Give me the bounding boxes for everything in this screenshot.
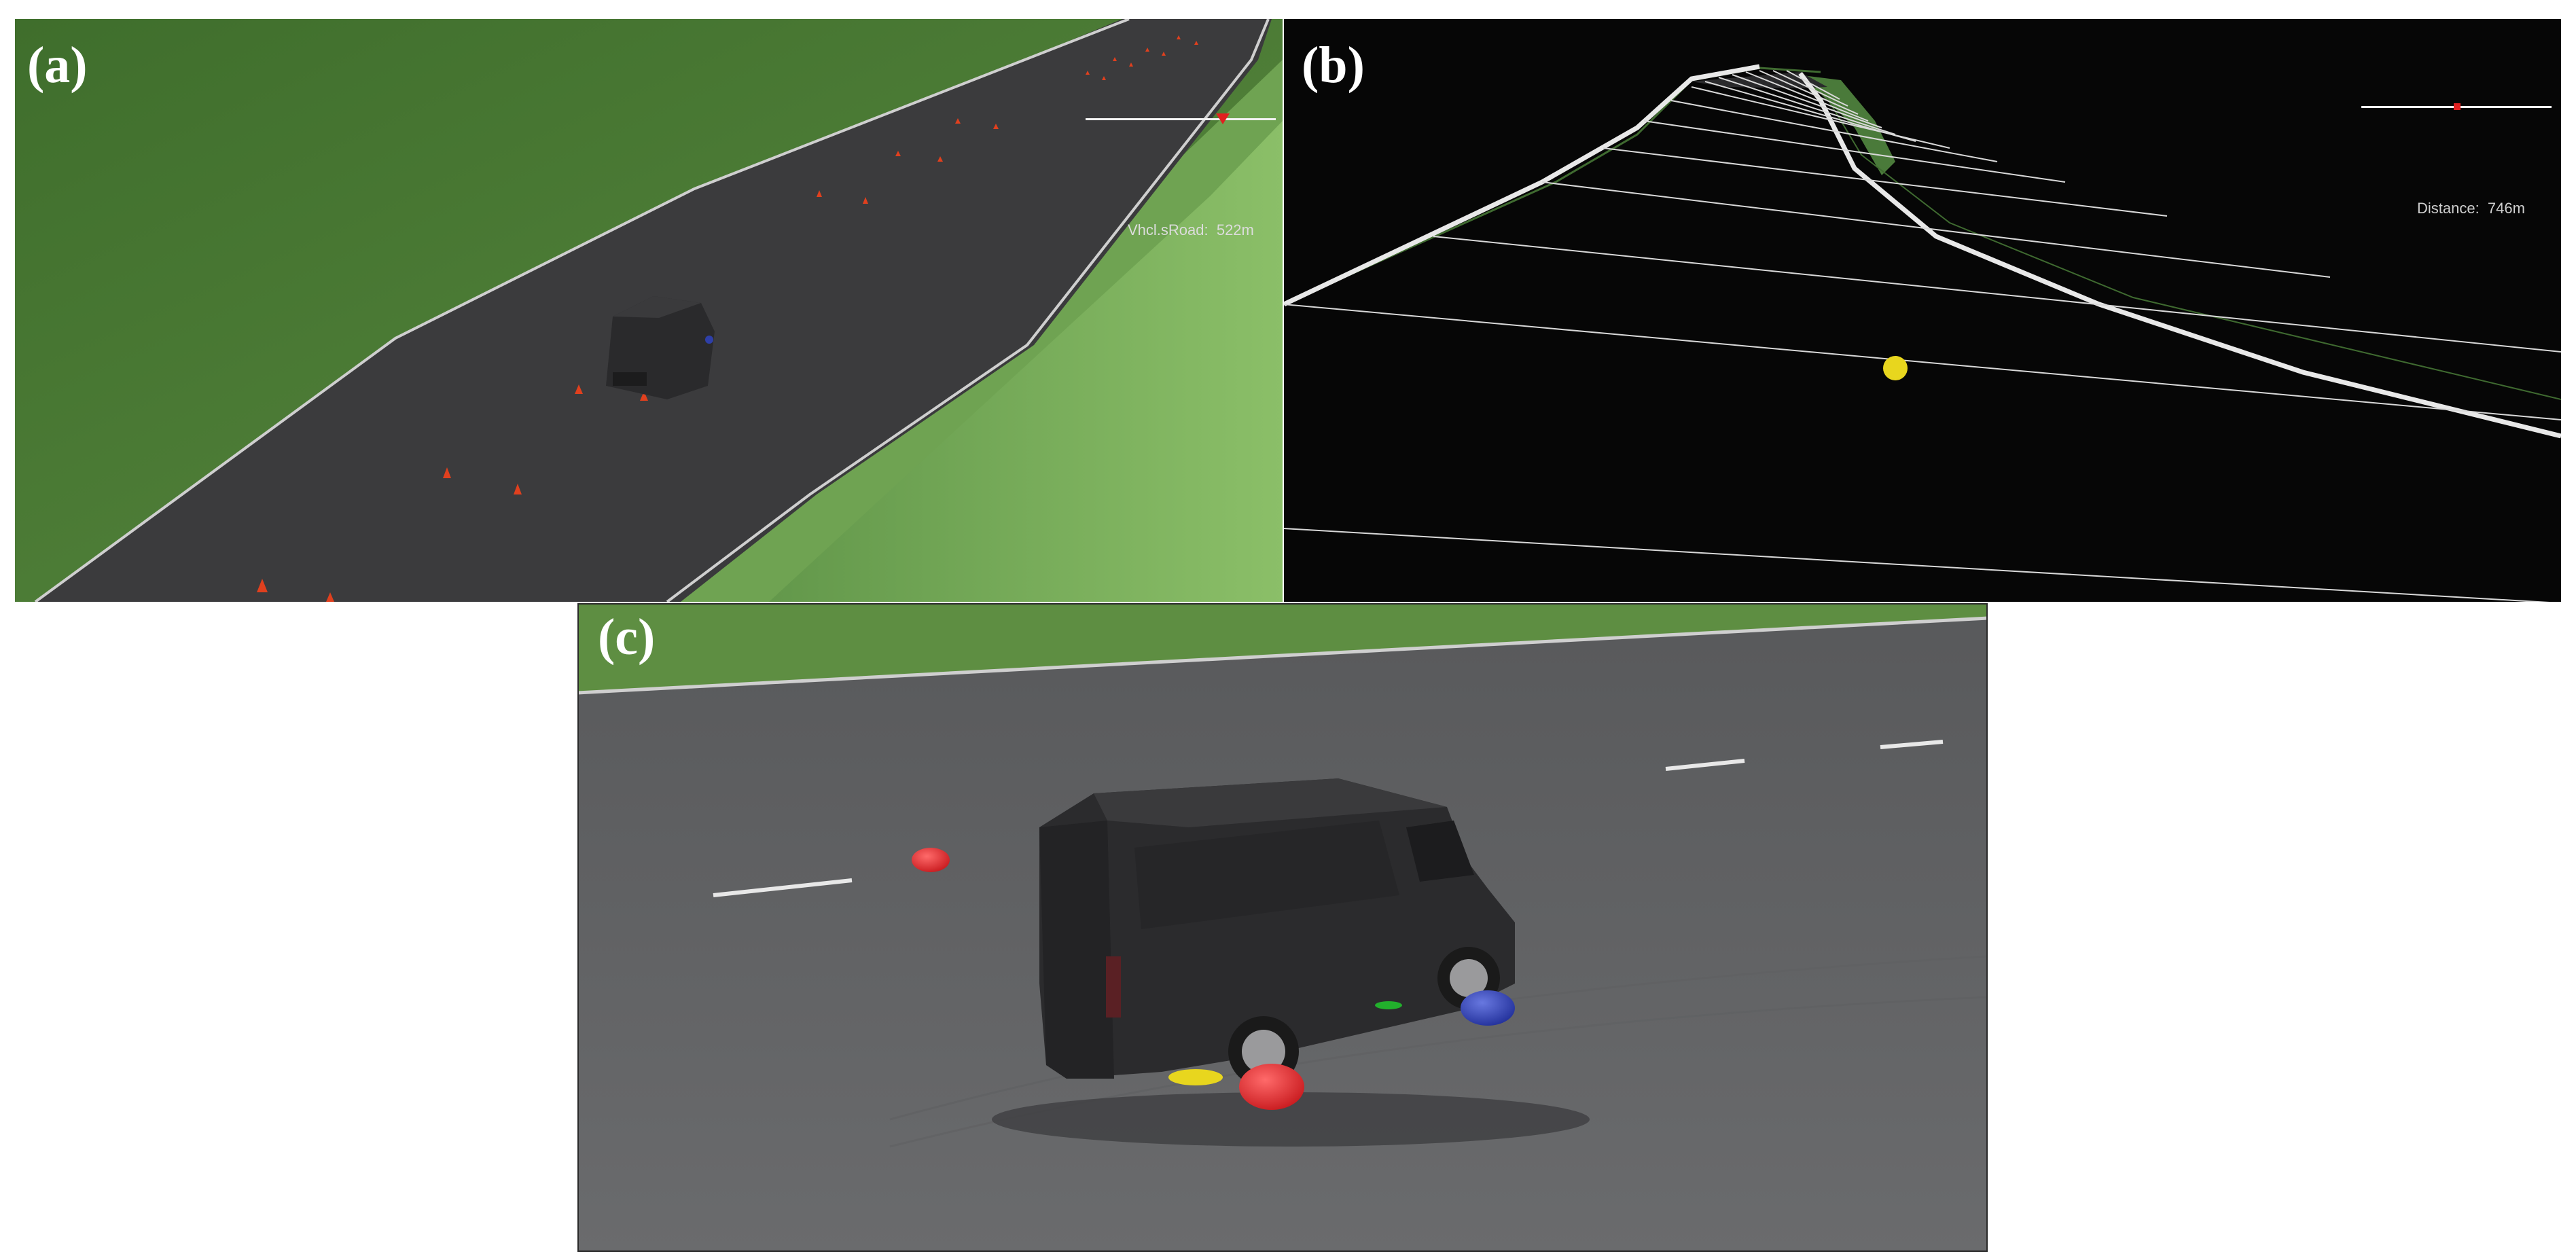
marker-sphere-icon <box>1239 1064 1304 1110</box>
road-scene-illustration <box>15 19 1283 602</box>
far-structure <box>1692 72 1827 88</box>
embankment <box>721 114 1283 602</box>
far-embankment <box>1787 73 1895 175</box>
panel-label: (c) <box>598 609 656 666</box>
cone-group <box>257 35 1198 602</box>
van-shadow <box>992 1092 1590 1147</box>
hud-position-marker-icon <box>2454 103 2461 110</box>
shoulder-line-left <box>1284 67 1821 306</box>
traffic-cone-icon <box>937 156 943 162</box>
grass-strip <box>577 603 1988 691</box>
hud-position-marker-icon <box>1216 113 1230 124</box>
traffic-cone-icon <box>257 579 268 592</box>
traffic-cone-icon <box>1129 62 1133 67</box>
wireframe-background <box>1284 19 2561 602</box>
traffic-cone-icon <box>863 197 868 204</box>
marker-sphere-icon <box>1168 1069 1223 1085</box>
van-icon <box>606 296 715 399</box>
panel-label: (a) <box>27 37 88 94</box>
road-edge-left <box>1284 64 1760 307</box>
hud-distance-readout: Vhcl.sRoad: 522m <box>1128 221 1254 238</box>
traffic-cone-icon <box>514 484 522 494</box>
traffic-cone-icon <box>895 151 901 156</box>
transverse-grid <box>1284 70 2561 602</box>
road-edge <box>577 616 1988 695</box>
traffic-cone-icon <box>1086 71 1090 75</box>
traffic-cone-icon <box>955 118 961 124</box>
traffic-cone-icon <box>993 124 999 129</box>
traffic-cone-icon <box>1113 57 1117 61</box>
road-edge-left <box>34 19 1130 602</box>
traffic-cone-icon <box>817 190 822 197</box>
lane-dashes <box>713 740 1944 897</box>
road-edge-right <box>666 19 1270 602</box>
marker-sphere-icon <box>1883 356 1908 380</box>
traffic-cone-icon <box>640 391 648 401</box>
traffic-cone-icon <box>1145 48 1149 52</box>
wireframe-illustration <box>1284 19 2561 602</box>
hud-distance-bar <box>1086 118 1276 120</box>
marker-sphere-icon <box>1375 1001 1402 1009</box>
panel-a-road-scene: Vhcl.sRoad: 522m (a) <box>15 19 1283 602</box>
traffic-cone-icon <box>443 467 451 478</box>
hud-distance-readout: Distance: 746m <box>2417 200 2525 217</box>
panel-label: (b) <box>1302 37 1365 94</box>
road-edge-right <box>1798 71 2561 439</box>
panel-b-wireframe-view: Distance: 746m (b) <box>1284 19 2561 602</box>
marker-sphere-icon <box>912 848 950 872</box>
traffic-cone-icon <box>1194 41 1198 45</box>
traffic-cone-icon <box>1162 52 1166 56</box>
van-closeup-illustration <box>577 603 1988 1252</box>
panel-c-van-closeup: (c) <box>577 603 1988 1252</box>
road-edge-right-green <box>1820 86 2561 400</box>
traffic-cone-icon <box>575 384 583 394</box>
traffic-cone-icon <box>326 592 334 602</box>
marker-sphere-icon <box>1461 990 1515 1026</box>
traffic-cone-icon <box>1102 76 1106 80</box>
traffic-cone-icon <box>1177 35 1181 39</box>
